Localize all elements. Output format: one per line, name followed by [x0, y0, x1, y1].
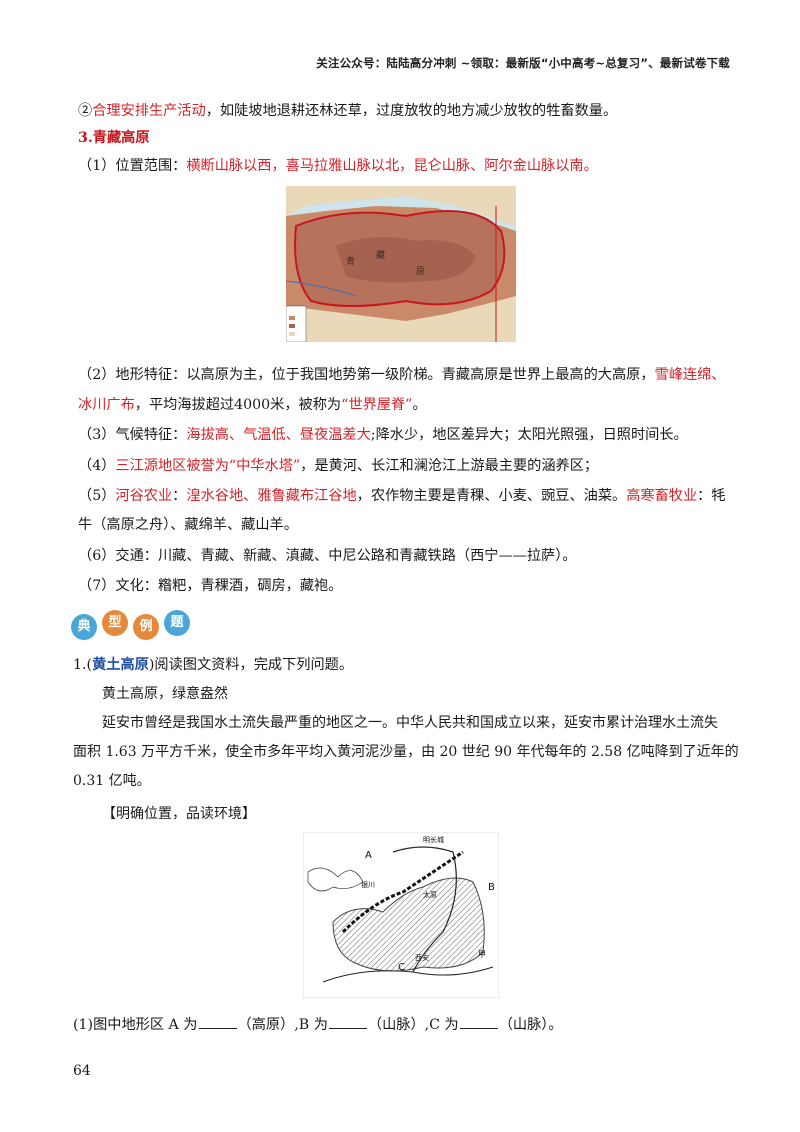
point-2: （2）地形特征：以高原为主，位于我国地势第一级阶梯。青藏高原是世界上最高的大高原…: [78, 367, 726, 383]
badge-ti: 题: [164, 610, 190, 636]
point-2-cont: 冰川广布，平均海拔超过4000米，被称为“世界屋脊”。: [78, 397, 427, 413]
point-7: （7）文化：糌粑，青稞酒，碉房，藏袍。: [78, 578, 343, 594]
badge-xing: 型: [102, 610, 128, 636]
label-wall: 明长城: [423, 835, 444, 844]
badge-dian: 典: [71, 614, 97, 640]
item-2-line: ②合理安排生产活动，如陡坡地退耕还林还草，过度放牧的地方减少放牧的牲畜数量。: [78, 103, 618, 119]
blank-a[interactable]: [198, 1014, 237, 1029]
point-6: （6）交通：川藏、青藏、新藏、滇藏、中尼公路和青藏铁路（西宁——拉萨）。: [78, 548, 577, 564]
typical-example-badges: 典 型 例 题: [71, 610, 201, 640]
point-5-cont: 牛（高原之舟）、藏绵羊、藏山羊。: [78, 517, 298, 533]
point-5: （5）河谷农业：湟水谷地、雅鲁藏布江谷地，农作物主要是青稞、小麦、豌豆、油菜。高…: [78, 488, 726, 504]
point-3: （3）气候特征：海拔高、气温低、昼夜温差大;降水少，地区差异大；太阳光照强，日照…: [78, 427, 688, 443]
label-b: B: [488, 882, 495, 893]
passage-line-2: 面积 1.63 万平方千米，使全市多年平均入黄河泥沙量，由 20 世纪 90 年…: [73, 744, 739, 760]
qinghai-tibet-map: 藏 青 原: [286, 186, 516, 342]
section-3-title: 3.青藏高原: [78, 130, 150, 146]
label-xian: 西安: [415, 953, 429, 962]
page-number: 64: [73, 1063, 91, 1079]
section-label: 【明确位置，品读环境】: [102, 806, 256, 822]
question-tag: 黄土高原: [92, 657, 149, 673]
passage-line-3: 0.31 亿吨。: [73, 773, 151, 789]
question-1-sub-1: (1)图中地形区 A 为（高原）,B 为（山脉）,C 为（山脉）。: [73, 1014, 563, 1035]
passage-title: 黄土高原，绿意盎然: [102, 686, 228, 702]
label-jia: 甲: [478, 950, 486, 959]
label-taiyuan: 太原: [423, 890, 437, 899]
svg-text:藏: 藏: [376, 249, 385, 261]
label-yinchuan: 银川: [361, 880, 375, 889]
blank-b[interactable]: [328, 1014, 367, 1029]
point-4: （4）三江源地区被誉为“中华水塔”，是黄河、长江和澜沧江上游最主要的涵养区；: [78, 458, 599, 474]
question-1-intro: 1.(黄土高原)阅读图文资料，完成下列问题。: [73, 657, 354, 673]
badge-li: 例: [133, 614, 159, 640]
blank-c[interactable]: [459, 1014, 498, 1029]
item-2-highlight: 合理安排生产活动: [92, 103, 206, 119]
svg-text:原: 原: [416, 266, 425, 277]
label-c: C: [398, 962, 405, 973]
label-a: A: [365, 850, 372, 861]
svg-text:青: 青: [346, 255, 355, 267]
passage-line-1: 延安市曾经是我国水土流失最严重的地区之一。中华人民共和国成立以来，延安市累计治理…: [102, 715, 718, 731]
loess-plateau-map: A B C 明长城 银川 太原 西安 甲: [303, 832, 499, 998]
page-header: 关注公众号：陆陆高分冲刺 ~领取：最新版“小中高考~总复习”、最新试卷下载: [316, 56, 730, 70]
point-1: （1）位置范围：横断山脉以西，喜马拉雅山脉以北，昆仑山脉、阿尔金山脉以南。: [78, 158, 598, 174]
